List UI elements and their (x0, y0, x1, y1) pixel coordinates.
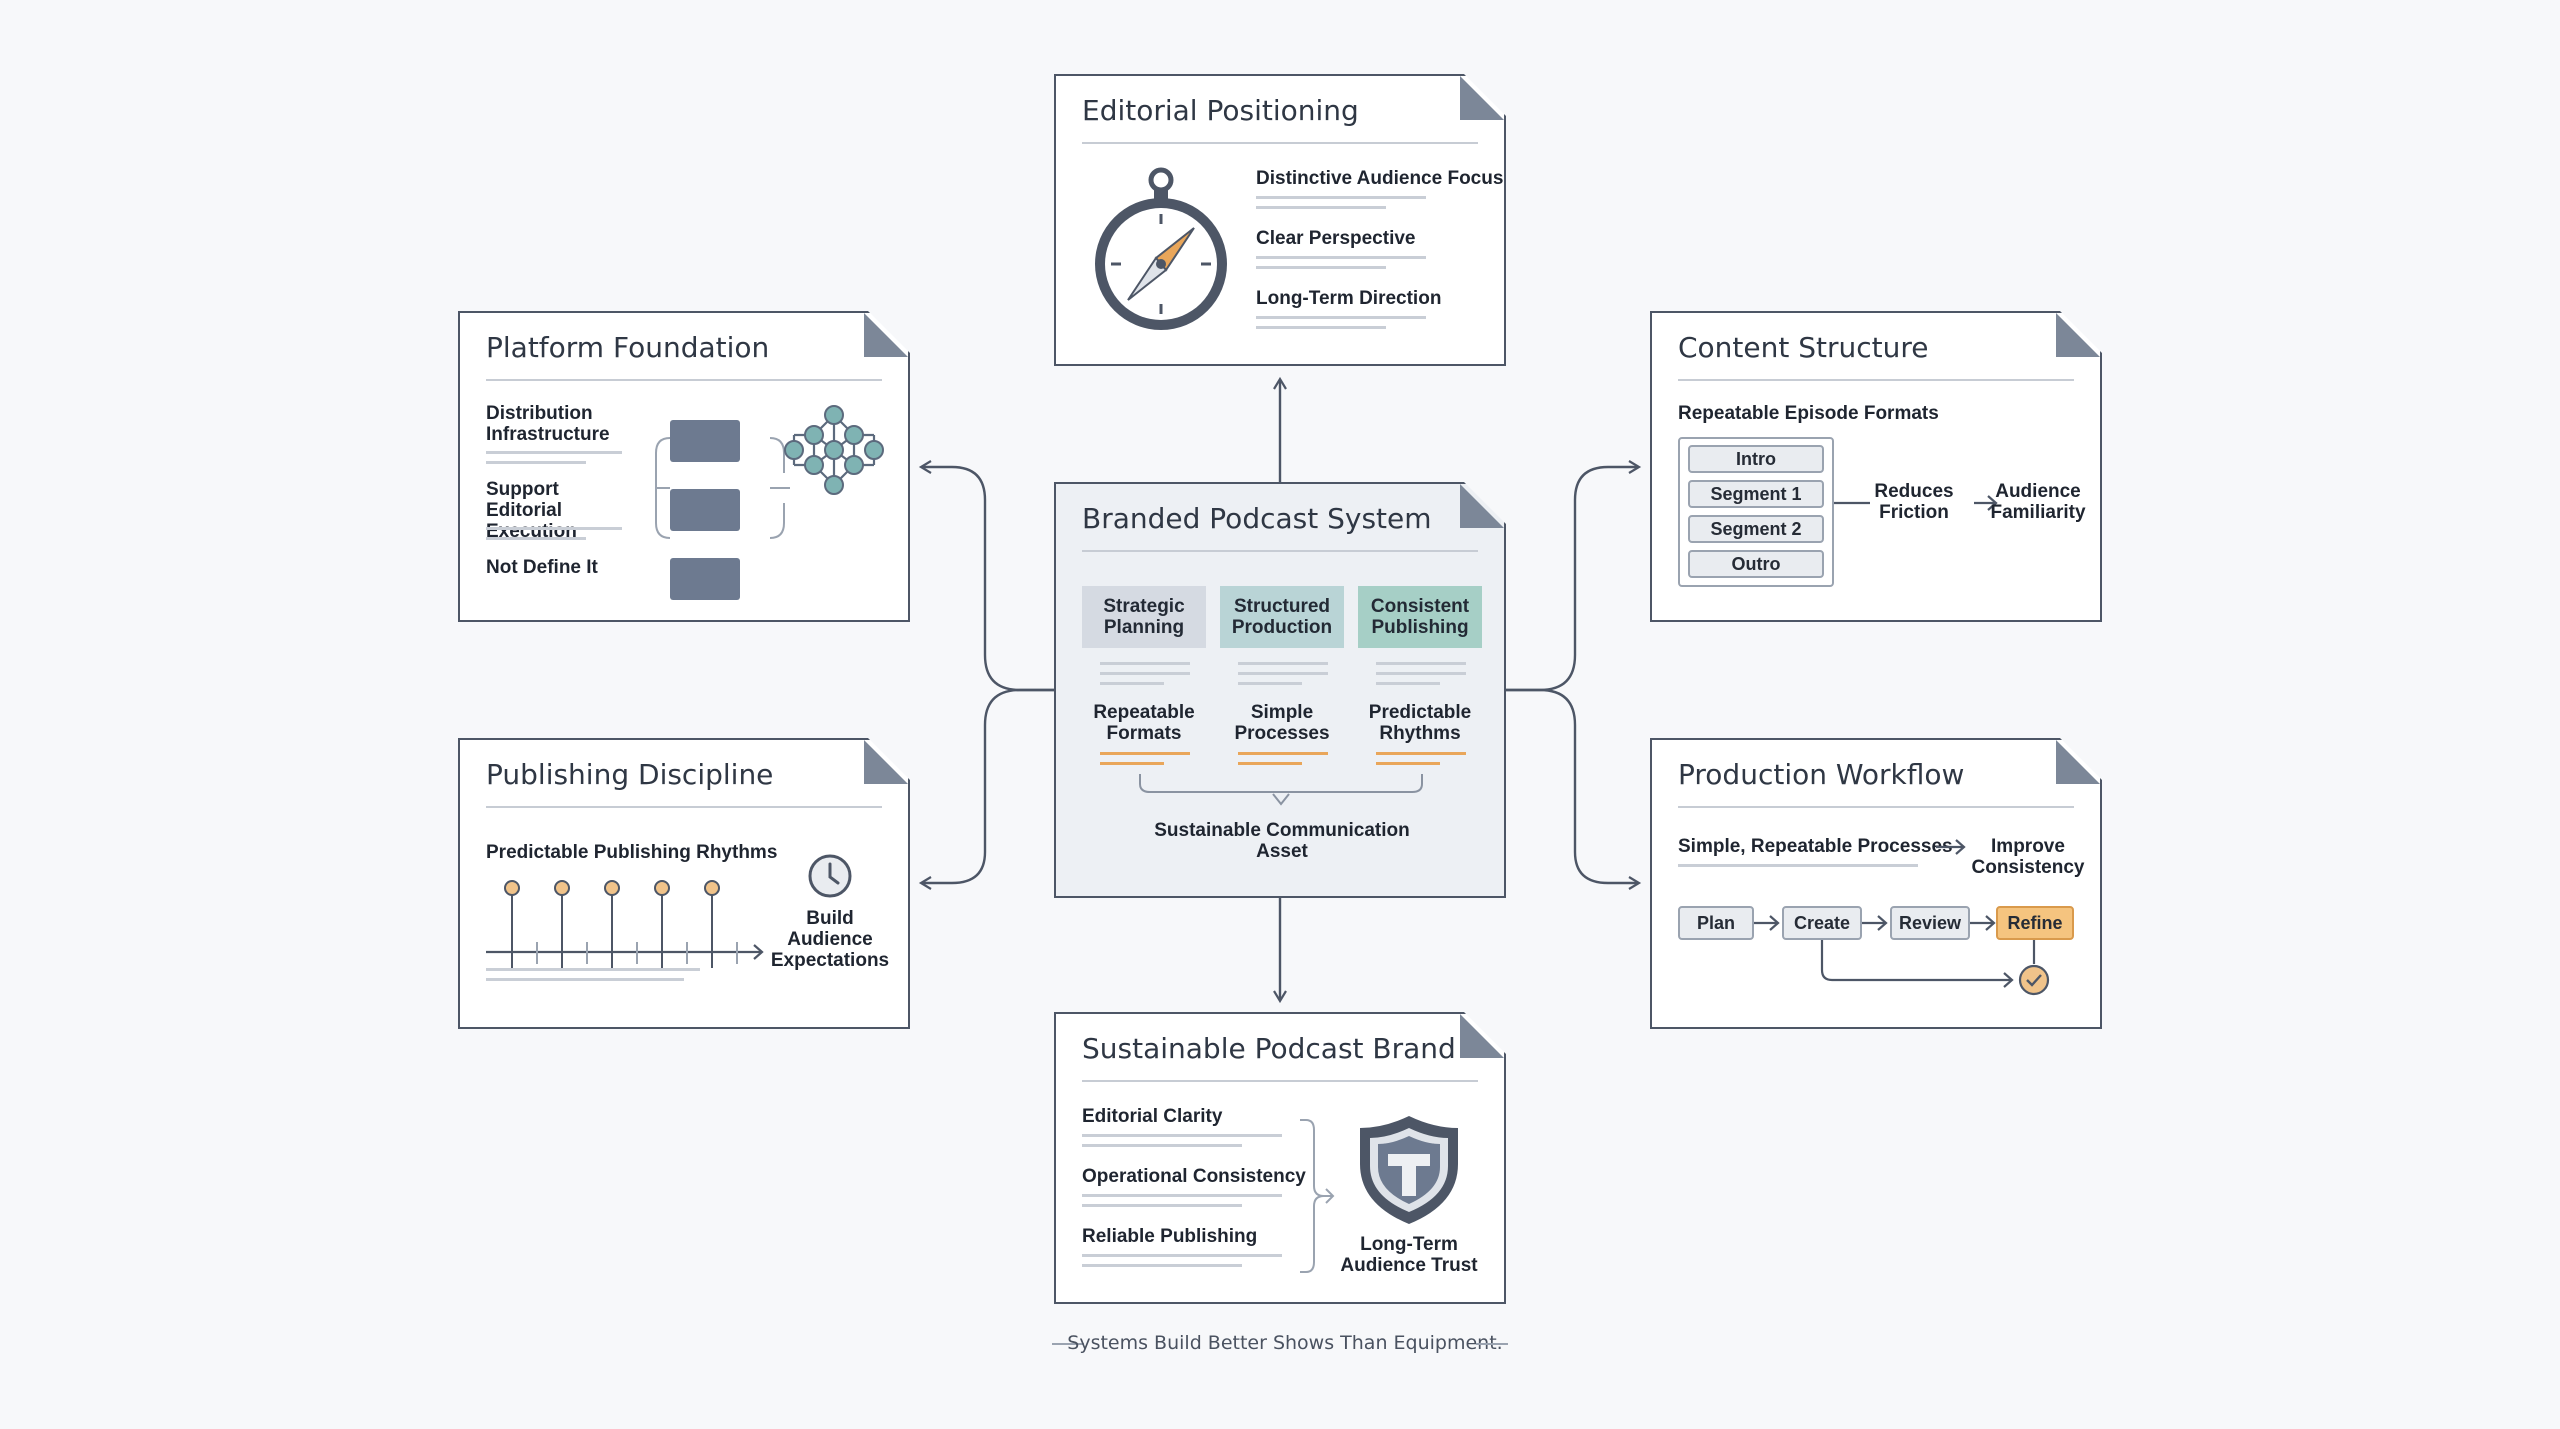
result-sustainable-communication-asset: Sustainable Communication Asset (1154, 820, 1410, 862)
editorial-item-1: Distinctive Audience Focus (1256, 168, 1504, 189)
pillar-strategic-planning: Strategic Planning (1082, 586, 1206, 648)
episode-segments-box (1678, 437, 1834, 587)
platform-item-2: Support Editorial Execution (486, 479, 577, 542)
arrow-to-publishing (918, 688, 1054, 890)
outcome-simple-processes: Simple Processes (1234, 702, 1330, 744)
step-review: Review (1890, 906, 1970, 940)
content-subtitle: Repeatable Episode Formats (1678, 403, 1939, 424)
brand-item-3: Reliable Publishing (1082, 1226, 1258, 1247)
footer-tagline: Systems Build Better Shows Than Equipmen… (1067, 1332, 1503, 1354)
publishing-subtitle: Predictable Publishing Rhythms (486, 842, 778, 863)
card-title: Branded Podcast System (1082, 502, 1432, 535)
production-workflow-card: Production Workflow Simple, Repeatable P… (1650, 738, 2102, 1029)
segment-2: Segment 2 (1688, 515, 1824, 543)
card-title: Sustainable Podcast Brand (1082, 1032, 1456, 1065)
footer-rule-right (1476, 1343, 1508, 1345)
clock-icon (806, 852, 854, 900)
platform-item-3: Not Define It (486, 557, 598, 578)
content-structure-card: Content Structure Repeatable Episode For… (1650, 311, 2102, 622)
outcome-predictable-rhythms: Predictable Rhythms (1368, 702, 1472, 744)
workflow-subtitle: Simple, Repeatable Processes (1678, 836, 1953, 857)
publishing-discipline-card: Publishing Discipline Predictable Publis… (458, 738, 910, 1029)
editorial-positioning-card: Editorial Positioning Distinctive Audien… (1054, 74, 1506, 366)
platform-foundation-card: Platform Foundation Distribution Infrast… (458, 311, 910, 622)
arrow-to-workflow (1506, 688, 1642, 890)
arrow-to-platform (918, 460, 1054, 692)
editorial-item-3: Long-Term Direction (1256, 288, 1442, 309)
shield-icon (1354, 1112, 1464, 1228)
editorial-item-2: Clear Perspective (1256, 228, 1416, 249)
segment-1: Segment 1 (1688, 480, 1824, 508)
content-flow-arrows (1834, 483, 2094, 523)
footer-rule-left (1052, 1343, 1084, 1345)
content-outcome-audience-familiarity: Audience Familiarity (1990, 481, 2086, 523)
publishing-timeline (486, 870, 776, 980)
pillar-consistent-publishing: Consistent Publishing (1358, 586, 1482, 648)
step-create: Create (1782, 906, 1862, 940)
segment-intro: Intro (1688, 445, 1824, 473)
workflow-outcome: Improve Consistency (1971, 836, 2085, 878)
card-title: Production Workflow (1678, 758, 1965, 791)
content-effect-reduces-friction: Reduces Friction (1874, 481, 1954, 523)
segment-outro: Outro (1688, 550, 1824, 578)
card-title: Publishing Discipline (486, 758, 774, 791)
network-icon (640, 393, 890, 603)
step-plan: Plan (1678, 906, 1754, 940)
card-title: Editorial Positioning (1082, 94, 1359, 127)
brand-item-1: Editorial Clarity (1082, 1106, 1223, 1127)
card-title: Platform Foundation (486, 331, 770, 364)
brand-outcome: Long-Term Audience Trust (1340, 1234, 1478, 1276)
card-title: Content Structure (1678, 331, 1929, 364)
sustainable-podcast-brand-card: Sustainable Podcast Brand Editorial Clar… (1054, 1012, 1506, 1304)
workflow-arrows (1652, 740, 2104, 1031)
arrow-to-content (1506, 460, 1642, 692)
publishing-outcome: Build Audience Expectations (770, 908, 890, 971)
merge-bracket (1136, 772, 1426, 808)
platform-item-1: Distribution Infrastructure (486, 403, 610, 445)
brand-item-2: Operational Consistency (1082, 1166, 1306, 1187)
brand-bracket (1298, 1118, 1338, 1278)
branded-podcast-system-card: Branded Podcast System Strategic Plannin… (1054, 482, 1506, 898)
compass-icon (1086, 166, 1236, 336)
outcome-repeatable-formats: Repeatable Formats (1093, 702, 1195, 744)
pillar-structured-production: Structured Production (1220, 586, 1344, 648)
step-refine: Refine (1996, 906, 2074, 940)
